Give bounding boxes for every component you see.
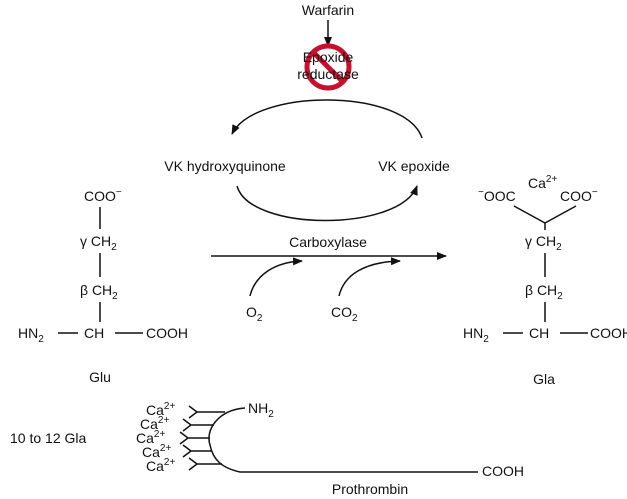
svg-text:β CH2: β CH2 <box>80 282 118 302</box>
svg-text:CH: CH <box>529 325 549 341</box>
svg-text:−OOC: −OOC <box>478 187 516 204</box>
prothrombin-structure: NH2 COOH Ca2+ Ca2+ Ca2+ Ca2+ Ca2+ <box>136 400 524 479</box>
vk-epoxide-label: VK epoxide <box>378 158 450 174</box>
svg-text:β CH2: β CH2 <box>525 282 563 302</box>
svg-text:Ca2+: Ca2+ <box>140 415 169 432</box>
svg-text:Ca2+: Ca2+ <box>146 401 175 418</box>
carboxylase-label: Carboxylase <box>289 234 367 250</box>
svg-text:Ca2+: Ca2+ <box>142 443 171 460</box>
glu-label: Glu <box>89 369 111 385</box>
o2-arrow <box>249 257 303 297</box>
warfarin-label: Warfarin <box>302 2 354 18</box>
svg-text:NH2: NH2 <box>248 400 274 420</box>
co2-arrow <box>338 257 401 297</box>
prohibition-icon <box>304 43 352 91</box>
co2-label: CO2 <box>331 304 358 324</box>
gla-count-label: 10 to 12 Gla <box>10 430 86 446</box>
svg-text:COO−: COO− <box>84 187 122 204</box>
svg-text:HN2: HN2 <box>463 325 489 345</box>
gla-label: Gla <box>533 371 555 387</box>
svg-text:COOH: COOH <box>482 463 524 479</box>
o2-label: O2 <box>246 304 263 324</box>
svg-text:Ca2+: Ca2+ <box>528 174 557 191</box>
svg-text:COO−: COO− <box>560 187 598 204</box>
svg-text:Ca2+: Ca2+ <box>136 429 165 446</box>
svg-text:HN2: HN2 <box>18 325 44 345</box>
enzyme-label-line2: reductase <box>297 66 359 82</box>
svg-text:COOH: COOH <box>146 325 188 341</box>
svg-text:γ CH2: γ CH2 <box>80 233 117 253</box>
svg-text:γ CH2: γ CH2 <box>525 233 562 253</box>
svg-text:Ca2+: Ca2+ <box>146 457 175 474</box>
glu-structure: COO− γ CH2 β CH2 HN2 CH COOH <box>18 187 188 345</box>
enzyme-label-line1: Epoxide <box>303 49 354 65</box>
svg-text:CH: CH <box>84 325 104 341</box>
cycle-top-arrow <box>231 99 423 139</box>
cycle-bottom-arrow <box>236 185 418 222</box>
prothrombin-label: Prothrombin <box>332 481 408 497</box>
svg-text:COOH: COOH <box>590 325 627 341</box>
gla-structure: −OOC Ca2+ COO− γ CH2 β CH2 HN2 CH COOH <box>463 174 627 345</box>
vk-hydroxyquinone-label: VK hydroxyquinone <box>164 158 286 174</box>
